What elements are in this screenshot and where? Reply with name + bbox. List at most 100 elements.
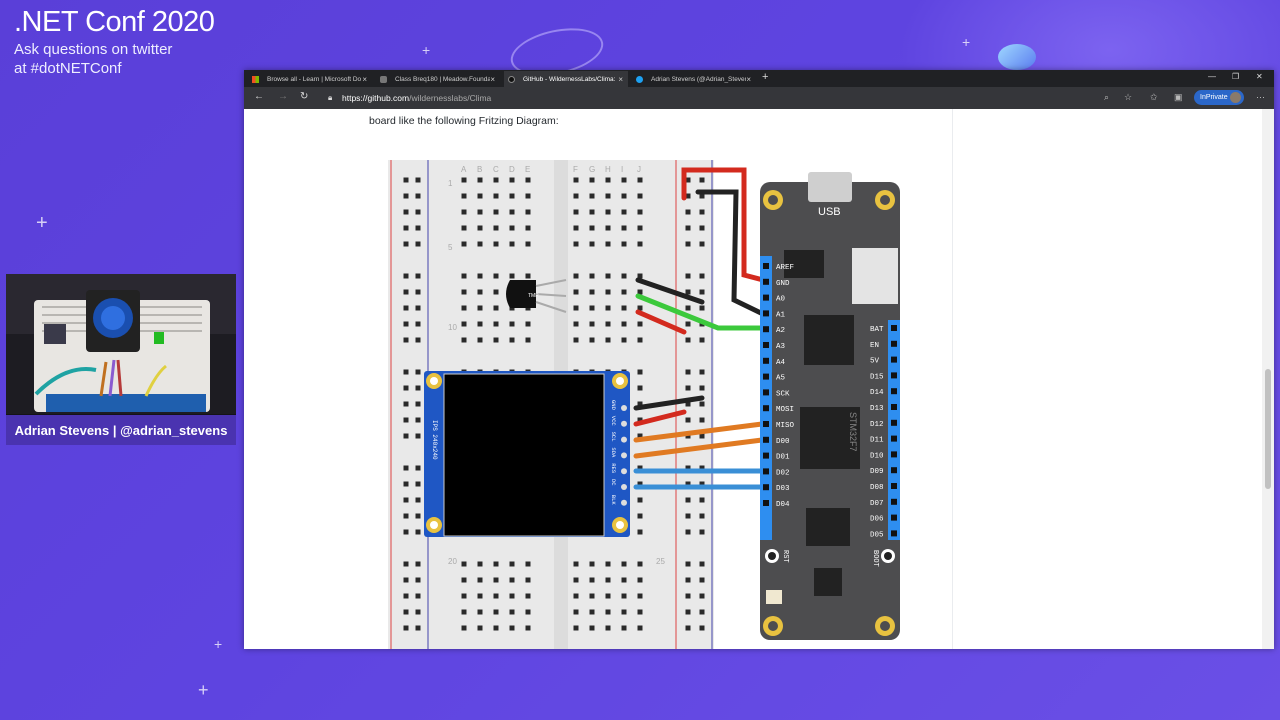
board-pin [763,484,769,491]
breadboard-hole [699,337,705,343]
board-pin-label: GND [776,280,790,288]
breadboard-hole [699,305,705,311]
breadboard-hole [477,337,483,343]
breadboard-hole [685,465,691,471]
new-tab-button[interactable]: + [762,71,769,83]
breadboard-hole [685,609,691,615]
scrollbar-thumb[interactable] [1265,369,1271,489]
breadboard-hole [403,529,409,535]
breadboard-hole [403,561,409,567]
breadboard-hole [525,337,531,343]
inprivate-badge[interactable]: InPrivate [1194,90,1244,105]
breadboard-hole [403,225,409,231]
breadboard-hole [415,369,421,375]
display-pin-label: DC [610,479,617,486]
board-pin [891,388,897,395]
github-icon [508,75,515,83]
minimize-button[interactable]: — [1208,72,1216,81]
breadboard-hole [403,577,409,583]
zoom-icon[interactable]: ⌕ [1104,92,1110,102]
breadboard-hole [637,401,643,407]
breadboard-column-letter: E [525,165,530,174]
breadboard-hole [525,177,531,183]
back-button[interactable]: ← [254,91,264,102]
breadboard-hole [509,209,515,215]
favorites-icon[interactable]: ✩ [1150,92,1158,102]
board-pin-label: MOSI [776,406,794,414]
close-icon[interactable]: × [618,74,623,84]
breadboard-row-number: 20 [448,557,457,566]
maximize-button[interactable]: ❐ [1232,72,1240,81]
board-pin [763,357,769,364]
breadboard-hole [685,177,691,183]
breadboard-hole [573,289,579,295]
url-field[interactable]: https://github.com/wildernesslabs/Clima [342,93,491,103]
tab-github-clima[interactable]: GitHub - WildernessLabs/Clima: × [504,71,628,87]
forward-button[interactable]: → [278,91,288,102]
breadboard-hole [415,561,421,567]
breadboard-hole [403,625,409,631]
close-icon[interactable]: × [490,74,495,84]
breadboard-hole [493,177,499,183]
board-pin [891,356,897,363]
breadboard-hole [685,529,691,535]
display-pin-label: BLK [610,495,617,506]
breadboard-hole [477,225,483,231]
breadboard-hole [415,513,421,519]
board-pin-label: A2 [776,327,785,335]
breadboard-hole [477,625,483,631]
breadboard-hole [589,225,595,231]
breadboard-hole [685,369,691,375]
scrollbar[interactable] [1262,109,1274,649]
board-pin [891,498,897,505]
left-pin-labels: AREFGNDA0A1A2A3A4A5SCKMOSIMISOD00D01D02D… [763,263,795,509]
tab-learn-microsoft[interactable]: Browse all - Learn | Microsoft Do × [248,71,372,87]
board-pin [891,514,897,521]
refresh-button[interactable]: ↻ [300,91,309,102]
board-pin [763,373,769,380]
close-window-button[interactable]: ✕ [1256,72,1263,81]
board-pin-label: D11 [870,437,884,445]
breadboard-hole [415,481,421,487]
breadboard-hole [573,225,579,231]
robot-mascot-icon [998,44,1036,70]
conference-subtitle: Ask questions on twitter at #dotNETConf [14,40,172,78]
favorite-star-icon[interactable]: ☆ [1124,92,1133,102]
close-icon[interactable]: × [362,74,367,84]
breadboard-hole [509,577,515,583]
breadboard-hole [589,177,595,183]
wire-display-red [633,409,687,427]
breadboard-hole [415,193,421,199]
tab-meadow-foundation[interactable]: Class Breq180 | Meadow.Foundat × [376,71,500,87]
breadboard-hole [699,593,705,599]
speaker-caption: Adrian Stevens | @adrian_stevens [6,415,236,445]
breadboard-hole [637,273,643,279]
display-pin-label: VCC [610,416,617,427]
breadboard-column-letter: B [477,165,482,174]
close-icon[interactable]: × [746,74,751,84]
breadboard-hole [637,337,643,343]
browser-window: Browse all - Learn | Microsoft Do × Clas… [244,70,1274,649]
board-pin [763,452,769,459]
tab-twitter[interactable]: Adrian Stevens (@Adrian_Steven × [632,71,756,87]
breadboard-hole [589,577,595,583]
breadboard-hole [477,577,483,583]
conference-title: .NET Conf 2020 [14,6,215,38]
breadboard-hole [403,193,409,199]
more-menu-icon[interactable]: ⋯ [1256,92,1265,102]
breadboard-hole [461,609,467,615]
display-pin-label: RES [610,463,617,474]
breadboard-hole [699,513,705,519]
breadboard-hole [637,577,643,583]
breadboard-hole [403,209,409,215]
board-pin-label: D13 [870,405,884,413]
breadboard-hole [699,497,705,503]
board-pin-label: D08 [870,484,884,492]
breadboard-hole [493,193,499,199]
rst-label: RST [781,550,789,563]
breadboard-hole [589,209,595,215]
breadboard-hole [685,401,691,407]
collections-icon[interactable]: ▣ [1174,92,1183,102]
